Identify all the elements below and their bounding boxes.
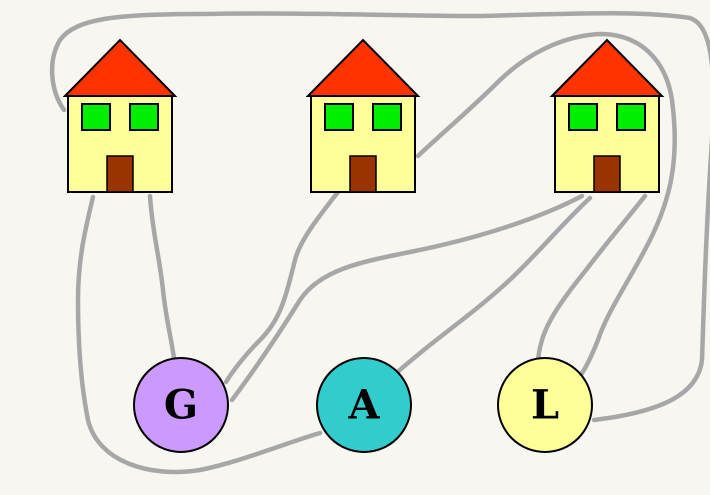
house-door (349, 155, 377, 193)
utility-A-circle (316, 357, 412, 453)
house-window-left (568, 103, 598, 131)
path-house-3-to-G (229, 193, 585, 403)
utility-L-label: L (531, 382, 559, 429)
house-window-right (372, 103, 402, 131)
house-window-left (324, 103, 354, 131)
utility-G-label: G (164, 382, 198, 429)
path-house-3-to-L (535, 193, 648, 367)
house-window-right (616, 103, 646, 131)
path-house-2-to-G (223, 189, 341, 385)
house-door (593, 155, 621, 193)
house-2 (305, 38, 421, 193)
path-house-3-to-A (389, 195, 593, 380)
house-1 (62, 38, 178, 193)
path-house-1-to-A (75, 194, 323, 475)
path-house-2-to-L (415, 31, 678, 379)
utility-L-circle (497, 357, 593, 453)
path-house-1-to-G (147, 193, 178, 369)
utility-L: L (497, 357, 593, 453)
house-3 (549, 38, 665, 193)
connection-paths (49, 10, 710, 475)
utility-G-circle (133, 357, 229, 453)
path-house-1-to-L (49, 10, 710, 423)
house-window-right (129, 103, 159, 131)
utility-A-label: A (347, 382, 380, 429)
utility-G: G (133, 357, 229, 453)
house-window-left (81, 103, 111, 131)
utility-A: A (316, 357, 412, 453)
house-door (106, 155, 134, 193)
